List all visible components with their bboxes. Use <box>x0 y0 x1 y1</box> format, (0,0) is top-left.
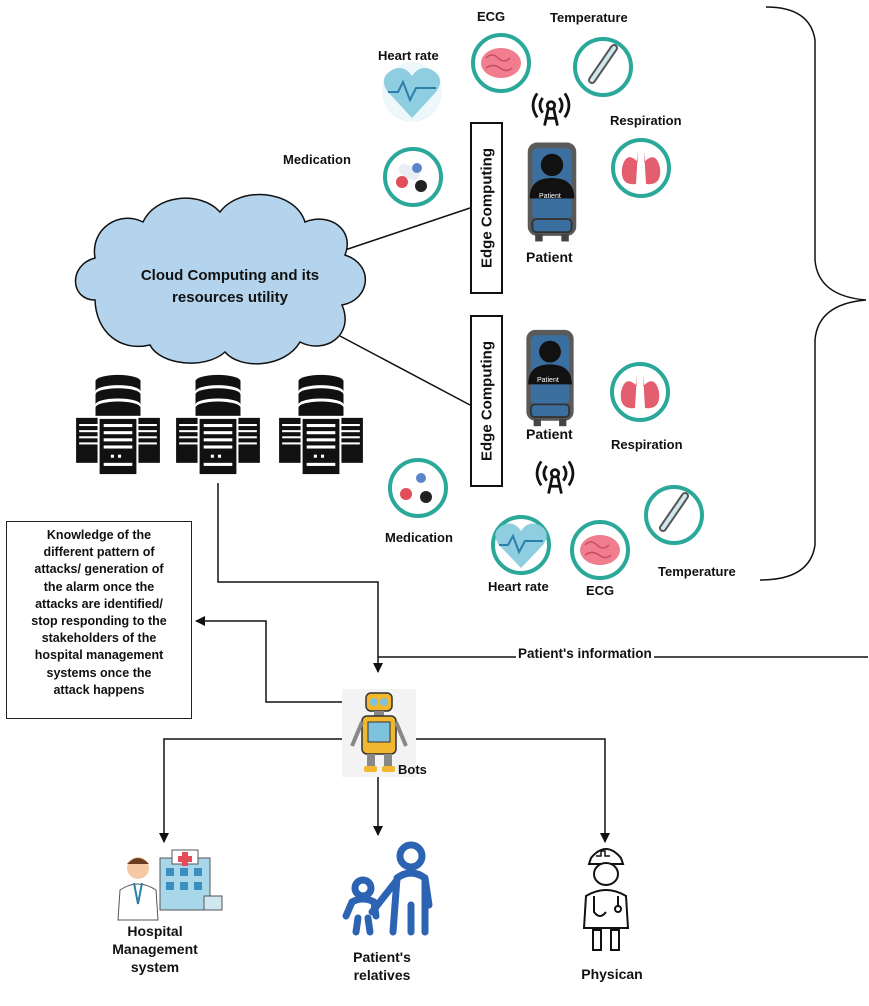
hospital-label-line2: Management <box>112 941 198 957</box>
hospital-doctor-icon <box>117 849 223 921</box>
heart-rate-label-bottom: Heart rate <box>488 579 549 594</box>
knowledge-line: attack happens <box>53 682 145 697</box>
hospital-management-label: Hospital Management system <box>112 922 198 976</box>
relatives-family-icon <box>342 841 433 936</box>
edge-computing-label: Edge Computing <box>478 341 495 461</box>
patient-information-label: Patient's information <box>516 646 654 661</box>
physician-icon <box>582 848 630 951</box>
heart-rate-label-top: Heart rate <box>378 48 439 63</box>
attack-knowledge-box: Knowledge of the different pattern of at… <box>6 521 192 719</box>
server-icon-1 <box>75 373 161 476</box>
patient-label-top: Patient <box>526 249 573 265</box>
temperature-label-top: Temperature <box>550 10 628 25</box>
bots-label: Bots <box>398 762 427 777</box>
ecg-label-bottom: ECG <box>586 583 615 598</box>
knowledge-line: attacks/ generation of <box>34 562 164 577</box>
edge-computing-box-bottom: Edge Computing <box>470 315 503 487</box>
hospital-label-line3: system <box>130 959 180 975</box>
patient-label-bottom: Patient <box>526 426 573 442</box>
physician-label: Physican <box>581 966 643 982</box>
cloud-shape <box>74 193 366 365</box>
knowledge-line: the alarm once the <box>43 579 155 594</box>
medication-label-bottom: Medication <box>385 530 453 545</box>
heart-rate-icon-bottom <box>491 515 551 575</box>
ecg-label-top: ECG <box>477 9 506 24</box>
respiration-lungs-icon-bottom <box>610 362 670 422</box>
cloud-label: Cloud Computing and its resources utilit… <box>100 265 360 309</box>
knowledge-line: Knowledge of the <box>46 528 152 542</box>
ecg-brain-icon-top <box>471 33 531 93</box>
respiration-label-top: Respiration <box>610 113 682 128</box>
medication-label-top: Medication <box>283 152 351 167</box>
knowledge-line: systems once the <box>46 665 152 680</box>
patient-bed-icon-top <box>526 141 578 243</box>
relatives-label-line1: Patient's <box>353 949 411 965</box>
relatives-label: Patient's relatives <box>353 948 411 984</box>
temperature-icon-top <box>573 37 633 97</box>
bed-tag-top: Patient <box>539 193 561 200</box>
bed-tag-bottom: Patient <box>537 377 559 384</box>
knowledge-line: different pattern of <box>43 545 155 560</box>
relatives-label-line2: relatives <box>353 967 411 983</box>
wireless-antenna-icon-top <box>531 91 571 127</box>
knowledge-line: attacks are identified/ <box>35 596 163 611</box>
knowledge-line: stakeholders of the <box>41 631 157 646</box>
edge-computing-label: Edge Computing <box>478 148 495 268</box>
heart-rate-icon-top <box>382 62 442 122</box>
medication-icon-bottom <box>388 458 448 518</box>
temperature-label-bottom: Temperature <box>658 564 736 579</box>
cloud-label-line2: resources utility <box>172 289 288 306</box>
knowledge-line: stop responding to the <box>31 614 167 629</box>
connector-lines <box>159 6 868 843</box>
hospital-label-line1: Hospital <box>127 923 183 939</box>
wireless-antenna-icon-bottom <box>535 459 575 495</box>
respiration-lungs-icon-top <box>611 138 671 198</box>
server-icon-2 <box>175 373 261 476</box>
server-icon-3 <box>278 373 364 476</box>
medication-icon-top <box>383 147 443 207</box>
cloud-label-line1: Cloud Computing and its <box>140 267 320 284</box>
respiration-label-bottom: Respiration <box>611 437 683 452</box>
temperature-icon-bottom <box>644 485 704 545</box>
edge-computing-box-top: Edge Computing <box>470 122 503 294</box>
bot-icon <box>342 689 416 777</box>
ecg-brain-icon-bottom <box>570 520 630 580</box>
knowledge-line: hospital management <box>34 648 164 663</box>
